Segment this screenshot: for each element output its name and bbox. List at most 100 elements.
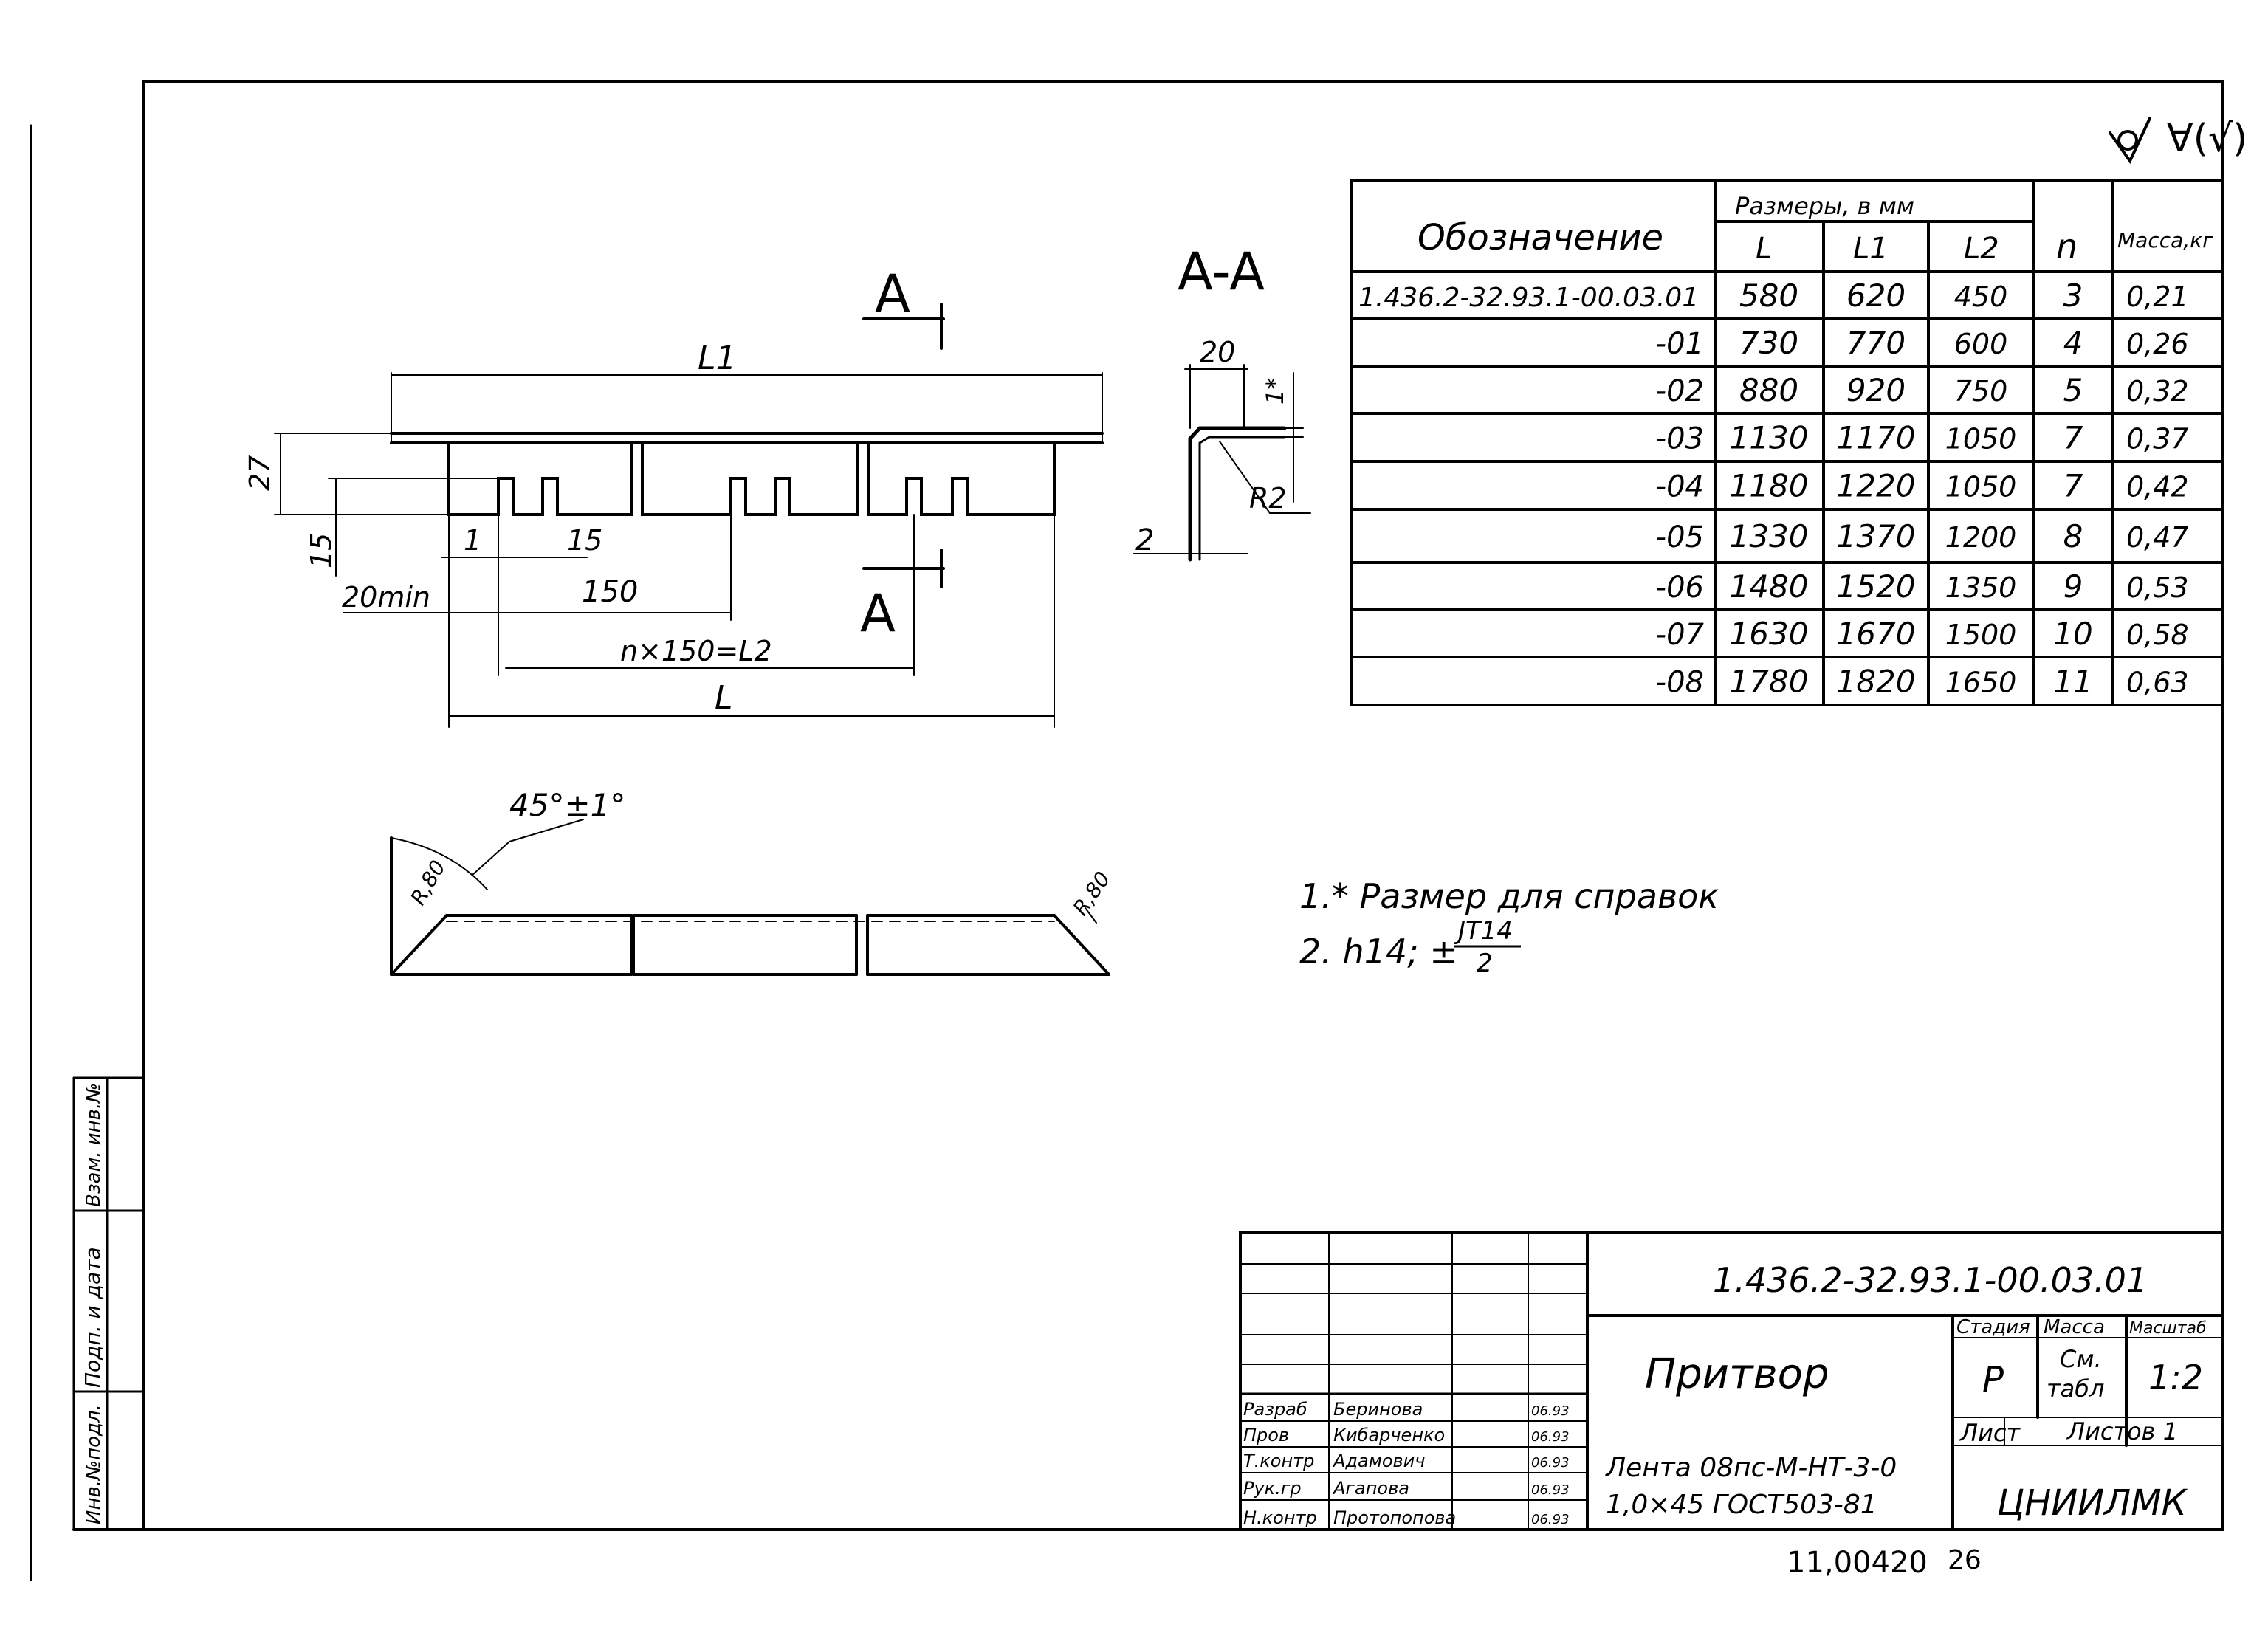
cell-l1: 1220 [1837, 468, 1916, 504]
dim-L1-label: L1 [698, 340, 737, 377]
cell-n: 7 [2063, 420, 2083, 456]
dim-L-label: L [715, 679, 733, 717]
role-row: Н.контр Протопопова 06.93 [1243, 1507, 1570, 1528]
cell-designation: -03 [1656, 422, 1704, 456]
radius-right-label: R,80 [1068, 867, 1116, 920]
cell-m: 0,47 [2126, 521, 2189, 554]
role-role: Разраб [1243, 1399, 1307, 1420]
roughness-mark [2109, 117, 2151, 164]
section-dim-1: 1* [1261, 378, 1289, 405]
side-stamp-sign-date: Подп. и дата [80, 1247, 105, 1388]
cell-n: 5 [2063, 372, 2083, 408]
cell-n: 4 [2063, 325, 2083, 361]
header-designation: Обозначение [1418, 217, 1663, 258]
material-line-2: 1,0×45 ГОСТ503-81 [1606, 1490, 1877, 1520]
header-sizes: Размеры, в мм [1735, 192, 1914, 220]
role-date: 06.93 [1531, 1482, 1570, 1498]
section-dim-R2: R2 [1249, 482, 1287, 515]
cell-designation: -07 [1656, 618, 1705, 652]
angle-dim-label: 45°±1° [509, 787, 625, 823]
cell-m: 0,32 [2126, 375, 2189, 408]
role-name: Беринова [1333, 1399, 1423, 1420]
side-stamp-replace-inv: Взам. инв.№ [83, 1083, 105, 1207]
archive-number: 11,00420 [1787, 1546, 1928, 1580]
cell-l: 1130 [1730, 420, 1809, 456]
cell-l2: 1050 [1945, 471, 2017, 503]
side-stamp-frame [72, 1076, 145, 1531]
cell-l2: 1650 [1945, 667, 2017, 699]
cell-l2: 600 [1954, 328, 2008, 360]
spec-table-grid [1350, 179, 2224, 706]
part-name: Притвор [1645, 1350, 1829, 1398]
organization: ЦНИИЛМК [1997, 1482, 2188, 1524]
cell-l: 730 [1739, 325, 1798, 361]
dim-n150-label: n×150=L2 [620, 635, 772, 667]
cell-n: 7 [2063, 468, 2083, 504]
role-role: Рук.гр [1243, 1478, 1302, 1499]
roughness-symbol: ∀(√) [2167, 117, 2247, 161]
cell-l: 1630 [1730, 616, 1809, 652]
bottom-view [390, 819, 1110, 976]
section-dim-20: 20 [1200, 336, 1235, 368]
cell-designation: -08 [1656, 666, 1704, 700]
role-role: Н.контр [1243, 1507, 1317, 1528]
cell-m: 0,63 [2126, 667, 2189, 699]
cell-designation: 1.436.2-32.93.1-00.03.01 [1358, 283, 1699, 313]
cell-l2: 450 [1954, 281, 2008, 313]
cell-l1: 1370 [1837, 518, 1916, 554]
cell-l2: 1050 [1945, 423, 2017, 455]
cell-l2: 1350 [1945, 571, 2017, 604]
scale-value: 1:2 [2148, 1358, 2203, 1397]
cell-n: 9 [2063, 568, 2083, 605]
section-view [1133, 364, 1311, 562]
sheets-label: Листов 1 [2066, 1417, 2178, 1445]
note-1: 1.* Размер для справок [1299, 876, 1719, 916]
sheet-label: Лист [1959, 1419, 2021, 1447]
header-L1: L1 [1853, 232, 1889, 266]
cell-designation: -04 [1656, 470, 1704, 504]
cell-l: 1330 [1730, 518, 1809, 554]
role-role: Т.контр [1243, 1451, 1314, 1471]
role-name: Протопопова [1333, 1507, 1456, 1528]
header-mass: Масса,кг [2117, 228, 2213, 252]
mass-label: Масса [2044, 1316, 2105, 1338]
cell-l1: 1670 [1837, 616, 1916, 652]
cell-l: 1780 [1730, 664, 1809, 700]
role-date: 06.93 [1531, 1429, 1570, 1445]
stage-label: Стадия [1956, 1316, 2030, 1338]
cell-l2: 1200 [1945, 521, 2017, 554]
cell-l: 580 [1739, 278, 1798, 314]
cell-l1: 620 [1846, 278, 1906, 314]
cell-m: 0,58 [2126, 619, 2189, 651]
cell-n: 3 [2063, 278, 2083, 314]
main-view [390, 372, 1104, 516]
cell-n: 10 [2053, 616, 2092, 652]
role-date: 06.93 [1531, 1512, 1570, 1527]
cell-designation: -06 [1656, 571, 1704, 605]
doc-number: 1.436.2-32.93.1-00.03.01 [1713, 1260, 2148, 1300]
dim-20min-label: 20min [342, 581, 430, 613]
note-2-denominator: 2 [1477, 949, 1493, 978]
material-line-1: Лента 08пс-М-НТ-3-0 [1604, 1453, 1897, 1483]
title-block-grid [1239, 1231, 2224, 1531]
mass-value-2: табл [2047, 1375, 2104, 1403]
header-L: L [1756, 232, 1772, 266]
dim-15-slot-label: 15 [567, 524, 602, 557]
cell-n: 8 [2063, 518, 2083, 554]
cell-l: 1180 [1730, 468, 1809, 504]
cell-l1: 920 [1846, 372, 1906, 408]
